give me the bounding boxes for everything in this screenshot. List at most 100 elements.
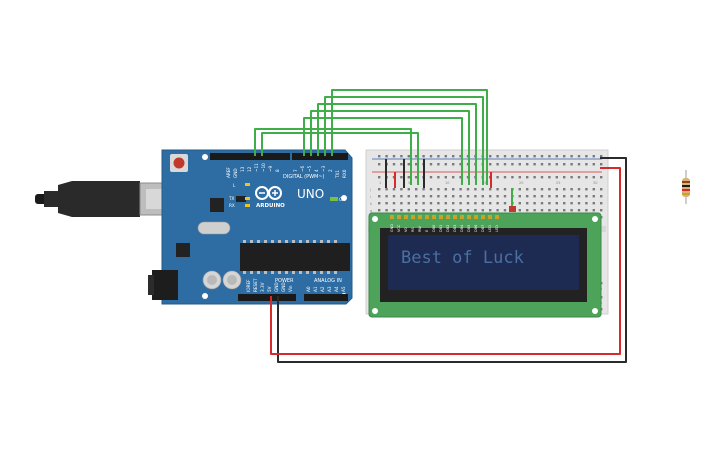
breadboard-hole[interactable] xyxy=(474,209,477,212)
breadboard-hole[interactable] xyxy=(592,195,595,198)
breadboard-hole[interactable] xyxy=(533,195,536,198)
breadboard-hole[interactable] xyxy=(592,209,595,212)
breadboard-hole[interactable] xyxy=(407,188,410,191)
breadboard-hole[interactable] xyxy=(407,209,410,212)
breadboard-hole[interactable] xyxy=(474,188,477,191)
breadboard-hole[interactable] xyxy=(437,202,440,205)
breadboard-hole[interactable] xyxy=(555,163,558,166)
breadboard-hole[interactable] xyxy=(422,195,425,198)
breadboard-hole[interactable] xyxy=(474,202,477,205)
breadboard-hole[interactable] xyxy=(392,209,396,212)
breadboard-hole[interactable] xyxy=(511,176,514,179)
breadboard-hole[interactable] xyxy=(518,195,521,198)
breadboard-hole[interactable] xyxy=(540,209,544,212)
breadboard-hole[interactable] xyxy=(533,209,536,212)
breadboard-hole[interactable] xyxy=(518,163,521,166)
breadboard-hole[interactable] xyxy=(489,209,492,212)
breadboard-hole[interactable] xyxy=(585,195,588,198)
breadboard-hole[interactable] xyxy=(555,202,558,205)
breadboard-hole[interactable] xyxy=(540,202,544,205)
breadboard-hole[interactable] xyxy=(533,163,536,166)
breadboard-hole[interactable] xyxy=(526,188,529,191)
lcd-pin[interactable] xyxy=(467,215,471,219)
lcd-pin[interactable] xyxy=(446,215,450,219)
breadboard-hole[interactable] xyxy=(585,163,588,166)
wire-green[interactable] xyxy=(303,117,463,185)
breadboard-hole[interactable] xyxy=(407,163,410,166)
breadboard-hole[interactable] xyxy=(511,155,514,158)
power-header[interactable] xyxy=(238,294,296,301)
wire-gnd[interactable] xyxy=(277,157,627,363)
breadboard-hole[interactable] xyxy=(378,163,381,166)
breadboard-hole[interactable] xyxy=(592,163,595,166)
breadboard-hole[interactable] xyxy=(444,209,447,212)
breadboard-hole[interactable] xyxy=(592,188,595,191)
digital-header-right[interactable] xyxy=(292,153,348,160)
breadboard-hole[interactable] xyxy=(496,195,499,198)
breadboard-hole[interactable] xyxy=(452,163,455,166)
breadboard-hole[interactable] xyxy=(526,195,529,198)
breadboard-hole[interactable] xyxy=(526,163,529,166)
breadboard-hole[interactable] xyxy=(452,176,455,179)
breadboard-hole[interactable] xyxy=(489,195,492,198)
breadboard-hole[interactable] xyxy=(533,202,536,205)
analog-header[interactable] xyxy=(304,294,348,301)
breadboard-hole[interactable] xyxy=(503,209,507,212)
breadboard-hole[interactable] xyxy=(422,209,425,212)
breadboard-hole[interactable] xyxy=(570,195,573,198)
breadboard-hole[interactable] xyxy=(577,209,581,212)
breadboard-hole[interactable] xyxy=(570,163,573,166)
breadboard-hole[interactable] xyxy=(437,209,440,212)
breadboard-hole[interactable] xyxy=(563,209,566,212)
breadboard-hole[interactable] xyxy=(481,202,484,205)
breadboard-hole[interactable] xyxy=(503,195,507,198)
breadboard-hole[interactable] xyxy=(526,202,529,205)
breadboard-hole[interactable] xyxy=(503,202,507,205)
breadboard-hole[interactable] xyxy=(385,188,388,191)
breadboard-hole[interactable] xyxy=(496,176,499,179)
breadboard-hole[interactable] xyxy=(585,176,588,179)
lcd-pin[interactable] xyxy=(411,215,415,219)
breadboard-hole[interactable] xyxy=(444,188,447,191)
breadboard-hole[interactable] xyxy=(437,155,440,158)
lcd-pin[interactable] xyxy=(432,215,436,219)
breadboard-hole[interactable] xyxy=(466,188,470,191)
breadboard-hole[interactable] xyxy=(555,176,558,179)
lcd-pin[interactable] xyxy=(453,215,457,219)
breadboard-hole[interactable] xyxy=(577,202,581,205)
lcd-pin-header[interactable] xyxy=(390,215,499,219)
breadboard-hole[interactable] xyxy=(533,188,536,191)
wire-green[interactable] xyxy=(324,96,484,185)
breadboard-hole[interactable] xyxy=(577,176,581,179)
breadboard-hole[interactable] xyxy=(496,188,499,191)
breadboard-hole[interactable] xyxy=(452,195,455,198)
breadboard-hole[interactable] xyxy=(600,188,603,191)
breadboard-hole[interactable] xyxy=(503,188,507,191)
breadboard-hole[interactable] xyxy=(437,195,440,198)
breadboard-hole[interactable] xyxy=(600,195,603,198)
breadboard-hole[interactable] xyxy=(540,176,544,179)
breadboard-hole[interactable] xyxy=(392,195,396,198)
breadboard-hole[interactable] xyxy=(518,188,521,191)
breadboard-hole[interactable] xyxy=(570,202,573,205)
resistor-icon[interactable] xyxy=(682,170,690,204)
breadboard-hole[interactable] xyxy=(459,195,462,198)
breadboard-hole[interactable] xyxy=(407,176,410,179)
breadboard-hole[interactable] xyxy=(592,202,595,205)
breadboard-hole[interactable] xyxy=(518,176,521,179)
breadboard-hole[interactable] xyxy=(452,202,455,205)
breadboard-hole[interactable] xyxy=(548,163,551,166)
breadboard-hole[interactable] xyxy=(600,163,603,166)
arduino-uno-board[interactable]: AREF GND 13 12 ~11 ~10 ~9 8 7 ~6 ~5 4 ~3… xyxy=(161,149,353,305)
usb-plug-icon[interactable] xyxy=(35,181,171,217)
breadboard-hole[interactable] xyxy=(429,176,433,179)
breadboard-hole[interactable] xyxy=(444,163,447,166)
breadboard-hole[interactable] xyxy=(600,202,603,205)
breadboard-hole[interactable] xyxy=(437,188,440,191)
breadboard-hole[interactable] xyxy=(563,202,566,205)
breadboard-hole[interactable] xyxy=(459,163,462,166)
breadboard-hole[interactable] xyxy=(400,202,403,205)
digital-header-left[interactable] xyxy=(210,153,290,160)
breadboard-hole[interactable] xyxy=(555,155,558,158)
breadboard-hole[interactable] xyxy=(466,202,470,205)
